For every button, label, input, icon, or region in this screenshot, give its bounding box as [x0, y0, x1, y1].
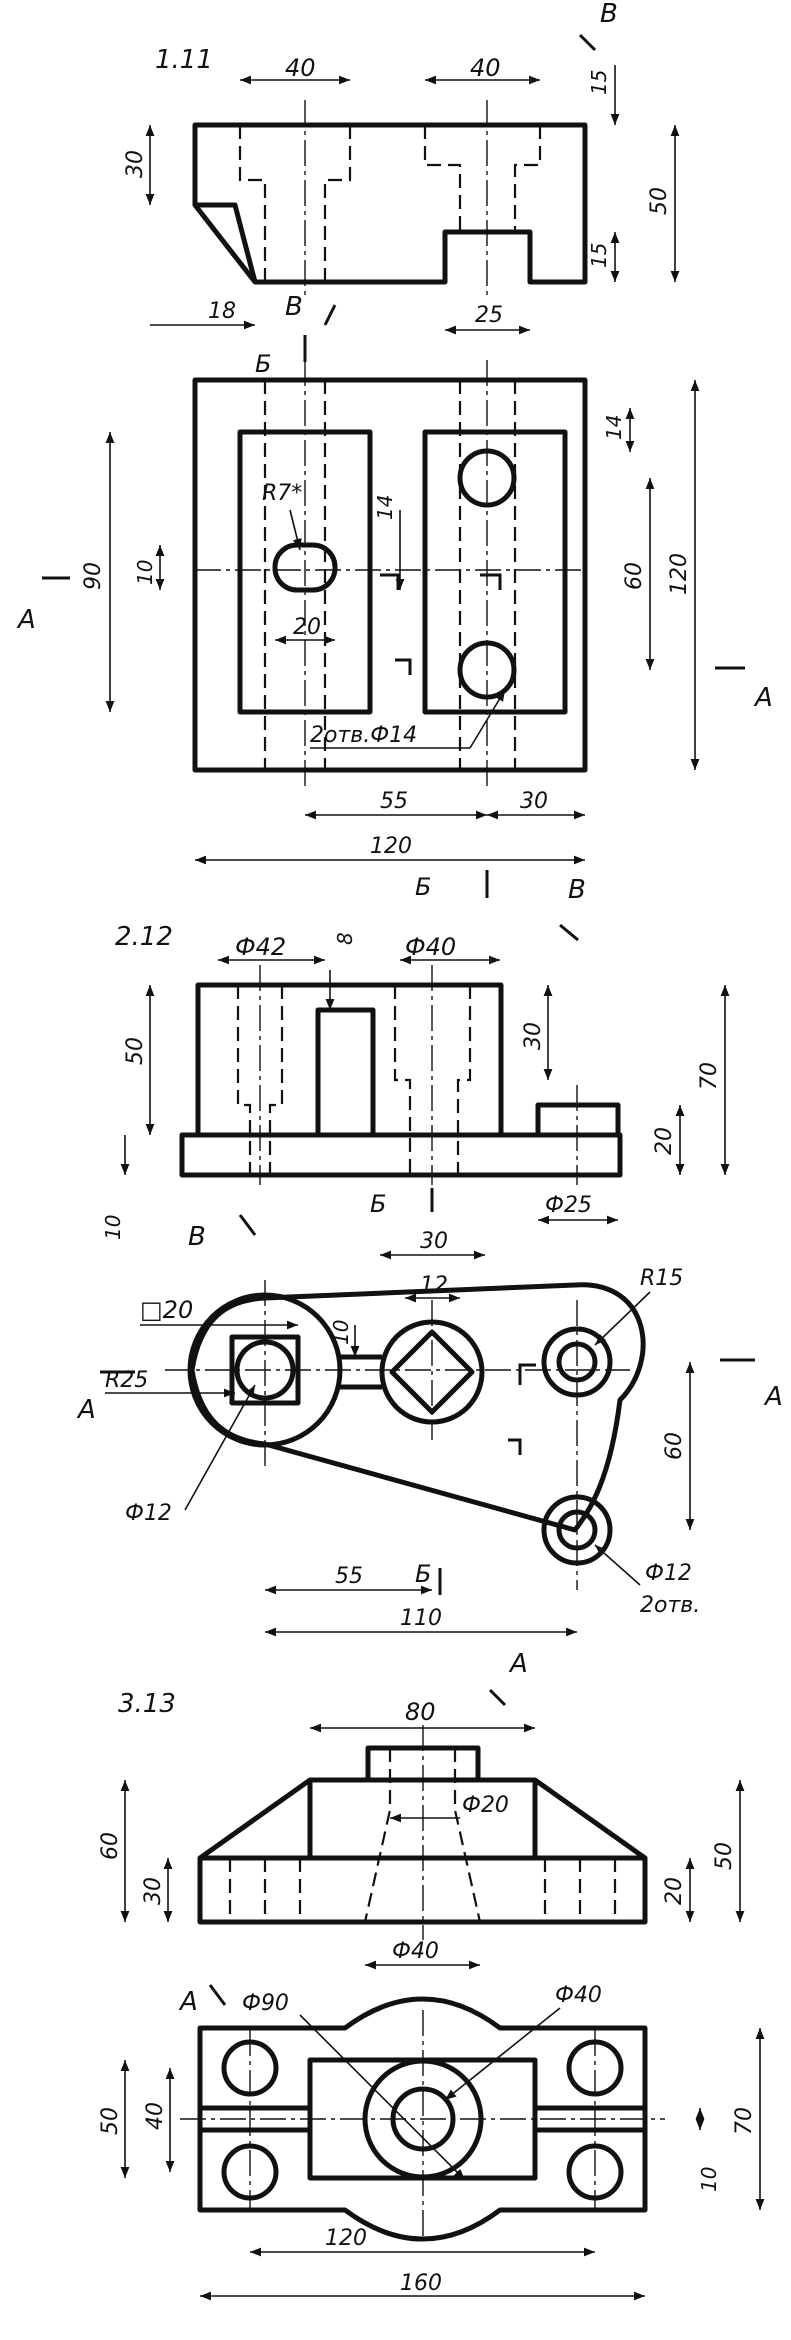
dim-55: 55	[380, 789, 408, 814]
dim-55: 55	[335, 1564, 363, 1589]
section-letter-a-right: А	[753, 683, 773, 713]
dim-70: 70	[732, 2107, 757, 2135]
dim-r7: R7*	[262, 481, 302, 506]
dim-160: 160	[400, 2271, 442, 2296]
problem-number: 3.13	[118, 1689, 176, 1719]
dim-phi12-left: Ф12	[125, 1501, 172, 1526]
dim-60: 60	[622, 562, 647, 590]
dim-18: 18	[208, 299, 236, 324]
problem-1-11: 1.11 40 40 30 50 15 15 18 25 В В	[16, 0, 773, 901]
dim-40-left: 40	[285, 54, 316, 82]
dim-50: 50	[647, 187, 672, 215]
dim-40-right: 40	[470, 54, 501, 82]
section-letter-b: Б	[370, 1190, 386, 1218]
dim-12-top: 12	[420, 1273, 448, 1298]
top-view-3: Ф90 Ф40 50 40 70 10 120 160	[98, 1983, 765, 2301]
section-letter-a-left: А	[178, 1987, 198, 2017]
dim-10: 10	[133, 560, 157, 585]
section-letter-b: Б	[415, 1560, 431, 1588]
section-letter-a-left: А	[76, 1395, 96, 1425]
front-view-2: Ф42 Ф40 8 50 30 70 20 10 Ф25 В В Б	[101, 875, 730, 1252]
holes-note: 2отв.	[640, 1593, 700, 1618]
dim-20: 20	[652, 1127, 677, 1155]
dim-120-vertical: 120	[667, 553, 692, 595]
holes-note: 2отв.Ф14	[310, 723, 417, 748]
dim-50: 50	[712, 1842, 737, 1870]
dim-20: 20	[293, 615, 321, 640]
dim-110: 110	[400, 1606, 442, 1631]
dim-10: 10	[697, 2167, 721, 2192]
dim-25: 25	[475, 303, 503, 328]
dim-14-right: 14	[602, 415, 626, 440]
dim-phi42: Ф42	[235, 933, 286, 961]
dim-phi12-right: Ф12	[645, 1561, 692, 1586]
section-letter-v-top: В	[600, 0, 618, 29]
dim-30: 30	[520, 789, 548, 814]
dim-30: 30	[123, 150, 148, 178]
section-letter-v-top: В	[568, 875, 586, 905]
dim-phi25: Ф25	[545, 1193, 592, 1218]
section-letter-b-bottom: Б	[415, 873, 431, 901]
dim-phi40-top: Ф40	[555, 1983, 602, 2008]
dim-40: 40	[143, 2102, 168, 2130]
problem-2-12: 2.12 Ф42 Ф40 8 50 30 70 20 10 Ф25 В В Б	[76, 875, 783, 1637]
dim-70: 70	[697, 1062, 722, 1090]
section-letter-v: В	[285, 292, 303, 322]
dim-phi90: Ф90	[242, 1991, 289, 2016]
dim-20: 20	[662, 1877, 687, 1905]
dim-80: 80	[405, 1698, 436, 1726]
dim-10: 10	[101, 1215, 125, 1240]
dim-30: 30	[141, 1877, 166, 1905]
dim-phi20: Ф20	[462, 1793, 509, 1818]
dim-120: 120	[325, 2226, 367, 2251]
dim-30: 30	[521, 1022, 546, 1050]
front-view-3: 80 Ф20 60 30 50 20 Ф40 А А	[98, 1649, 745, 2017]
section-letter-v: В	[188, 1222, 206, 1252]
section-letter-a-top: А	[508, 1649, 528, 1679]
dim-50: 50	[98, 2107, 123, 2135]
dim-10-neck: 10	[329, 1320, 353, 1345]
front-view-1: 40 40 30 50 15 15 18 25 В В	[123, 0, 680, 335]
dim-90: 90	[81, 562, 106, 590]
dim-30: 30	[420, 1229, 448, 1254]
top-view-1: 90 10 20 R7* 14 14 60 120 55 30 120 2отв…	[16, 335, 773, 901]
dim-phi40: Ф40	[405, 933, 456, 961]
dim-60: 60	[98, 1832, 123, 1860]
dim-r15: R15	[640, 1266, 683, 1291]
section-letter-b-top: Б	[255, 350, 271, 378]
dim-15-top: 15	[587, 70, 611, 95]
dim-60: 60	[662, 1432, 687, 1460]
dim-50: 50	[123, 1037, 148, 1065]
problem-number: 1.11	[155, 45, 213, 75]
dim-square-20: □20	[140, 1296, 193, 1324]
dim-15-bottom: 15	[587, 243, 611, 268]
section-letter-a-right: А	[763, 1382, 783, 1412]
problem-number: 2.12	[115, 922, 173, 952]
problem-3-13: 3.13 80 Ф20 60 30 50 20 Ф40 А А	[98, 1649, 765, 2301]
dim-120-horizontal: 120	[370, 834, 412, 859]
dim-phi40-front: Ф40	[392, 1939, 439, 1964]
dim-14-inner: 14	[373, 495, 397, 520]
dim-8: 8	[333, 932, 357, 945]
top-view-2: 30 12 R15 □20 R25 10 60 Ф12 Ф12 2отв. 55…	[76, 1229, 783, 1637]
section-letter-a-left: А	[16, 605, 36, 635]
